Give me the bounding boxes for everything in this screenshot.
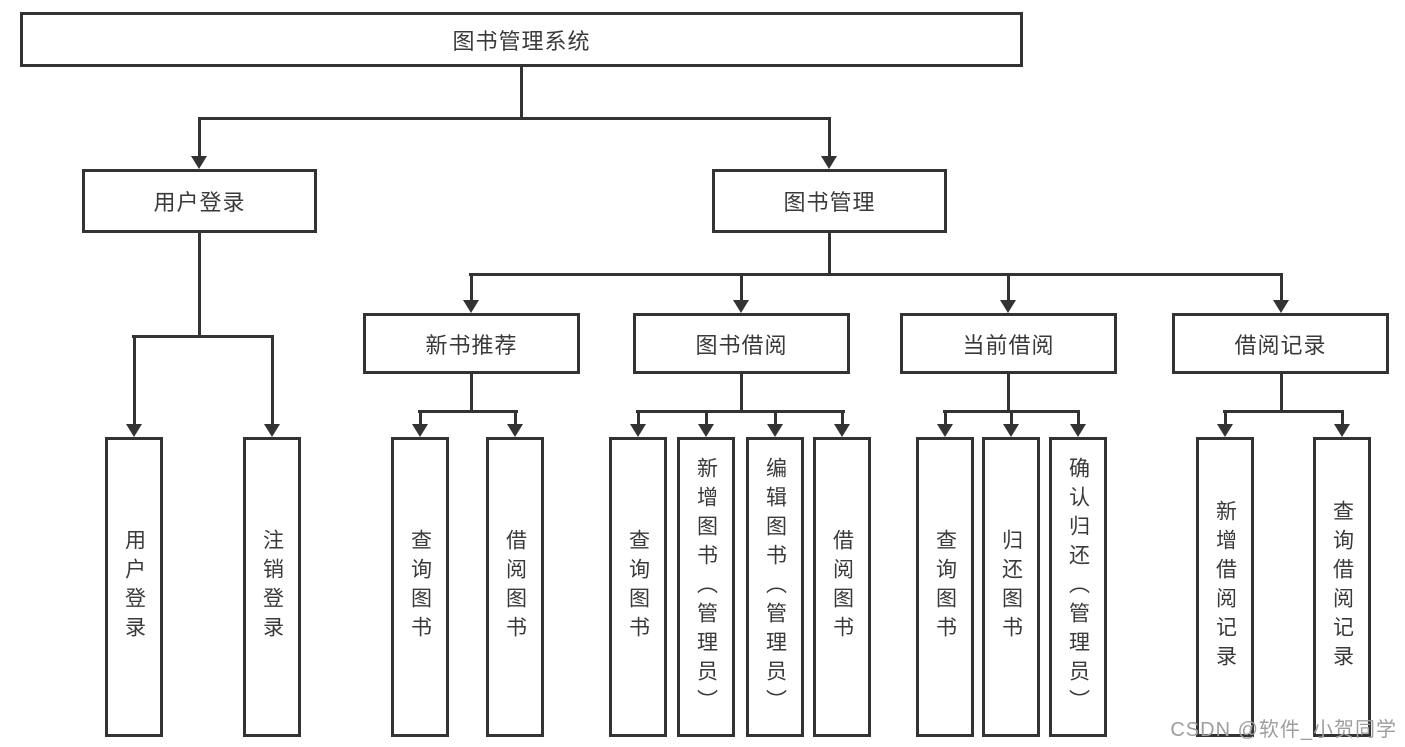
node-new-books-label: 新书推荐	[425, 332, 518, 358]
leaf-user-logout-label: 注销登录	[260, 529, 284, 645]
node-borrow-records-label: 借阅记录	[1234, 332, 1327, 358]
arrow-to-user-login	[191, 117, 207, 169]
leaf-borrow-query: 查询图书	[609, 437, 667, 737]
arrow-borrow-records-leaf-2	[1334, 410, 1350, 437]
leaf-current-return: 归还图书	[982, 437, 1040, 737]
leaf-current-return-label: 归还图书	[999, 529, 1023, 645]
arrow-to-current-borrow	[1000, 273, 1016, 313]
node-current-borrow: 当前借阅	[900, 313, 1117, 374]
leaf-records-add-label: 新增借阅记录	[1213, 500, 1237, 674]
node-system-root-label: 图书管理系统	[452, 28, 591, 54]
leaf-new-books-query: 查询图书	[391, 437, 449, 737]
connector-book-borrow-rail	[636, 410, 845, 413]
connector-user-login-rail	[132, 335, 274, 338]
arrow-to-borrow-records	[1273, 273, 1289, 313]
leaf-borrow-add-admin-label: 新增图书（管理员）	[694, 456, 718, 718]
leaf-borrow-edit-admin: 编辑图书（管理员）	[746, 437, 804, 737]
arrow-book-borrow-leaf-1	[630, 410, 646, 437]
arrow-current-borrow-leaf-3	[1070, 410, 1086, 437]
leaf-new-books-borrow: 借阅图书	[486, 437, 544, 737]
arrow-to-leaf-login	[126, 335, 142, 437]
arrow-to-book-borrow	[733, 273, 749, 313]
node-user-login-label: 用户登录	[153, 190, 246, 215]
connector-borrow-records-rail	[1223, 410, 1344, 413]
arrow-new-books-leaf-2	[507, 410, 523, 437]
arrow-to-book-mgmt	[821, 117, 837, 169]
leaf-user-logout: 注销登录	[243, 437, 301, 737]
node-new-books: 新书推荐	[363, 313, 580, 374]
arrow-book-borrow-leaf-4	[834, 410, 850, 437]
connector-book-borrow-stub	[740, 372, 743, 413]
connector-book-mgmt-stub	[828, 231, 831, 276]
node-book-mgmt-label: 图书管理	[783, 190, 876, 215]
node-user-login: 用户登录	[82, 169, 317, 233]
arrow-current-borrow-leaf-2	[1003, 410, 1019, 437]
leaf-user-login: 用户登录	[105, 437, 163, 737]
leaf-new-books-query-label: 查询图书	[408, 529, 432, 645]
node-book-borrow-label: 图书借阅	[695, 332, 788, 358]
leaf-current-query-label: 查询图书	[933, 529, 957, 645]
leaf-records-query: 查询借阅记录	[1313, 437, 1371, 737]
csdn-watermark: CSDN @软件_小贺同学	[1170, 719, 1397, 741]
arrow-book-borrow-leaf-2	[698, 410, 714, 437]
node-system-root: 图书管理系统	[20, 12, 1023, 67]
leaf-user-login-label: 用户登录	[122, 529, 146, 645]
leaf-records-query-label: 查询借阅记录	[1330, 500, 1354, 674]
connector-borrow-records-stub	[1280, 372, 1283, 413]
leaf-current-query: 查询图书	[916, 437, 974, 737]
leaf-borrow-add-admin: 新增图书（管理员）	[677, 437, 735, 737]
leaf-borrow-book-label: 借阅图书	[830, 529, 854, 645]
leaf-current-confirm-admin-label: 确认归还（管理员）	[1066, 456, 1090, 718]
connector-level2-rail	[469, 273, 1283, 276]
node-book-borrow: 图书借阅	[633, 313, 850, 374]
arrow-to-leaf-logout	[264, 335, 280, 437]
leaf-borrow-edit-admin-label: 编辑图书（管理员）	[763, 456, 787, 718]
arrow-to-new-books	[463, 273, 479, 313]
leaf-current-confirm-admin: 确认归还（管理员）	[1049, 437, 1107, 737]
arrow-current-borrow-leaf-1	[937, 410, 953, 437]
connector-user-login-stub	[198, 231, 201, 338]
node-current-borrow-label: 当前借阅	[962, 332, 1055, 358]
node-book-mgmt: 图书管理	[712, 169, 947, 233]
connector-current-borrow-stub	[1007, 372, 1010, 413]
arrow-book-borrow-leaf-3	[767, 410, 783, 437]
node-borrow-records: 借阅记录	[1172, 313, 1389, 374]
arrow-new-books-leaf-1	[412, 410, 428, 437]
leaf-records-add: 新增借阅记录	[1196, 437, 1254, 737]
connector-new-books-rail	[418, 410, 518, 413]
leaf-borrow-query-label: 查询图书	[626, 529, 650, 645]
connector-new-books-stub	[470, 372, 473, 413]
leaf-borrow-book: 借阅图书	[813, 437, 871, 737]
leaf-new-books-borrow-label: 借阅图书	[503, 529, 527, 645]
connector-root-stub	[520, 66, 523, 120]
connector-level1-rail	[198, 117, 831, 120]
arrow-borrow-records-leaf-1	[1217, 410, 1233, 437]
